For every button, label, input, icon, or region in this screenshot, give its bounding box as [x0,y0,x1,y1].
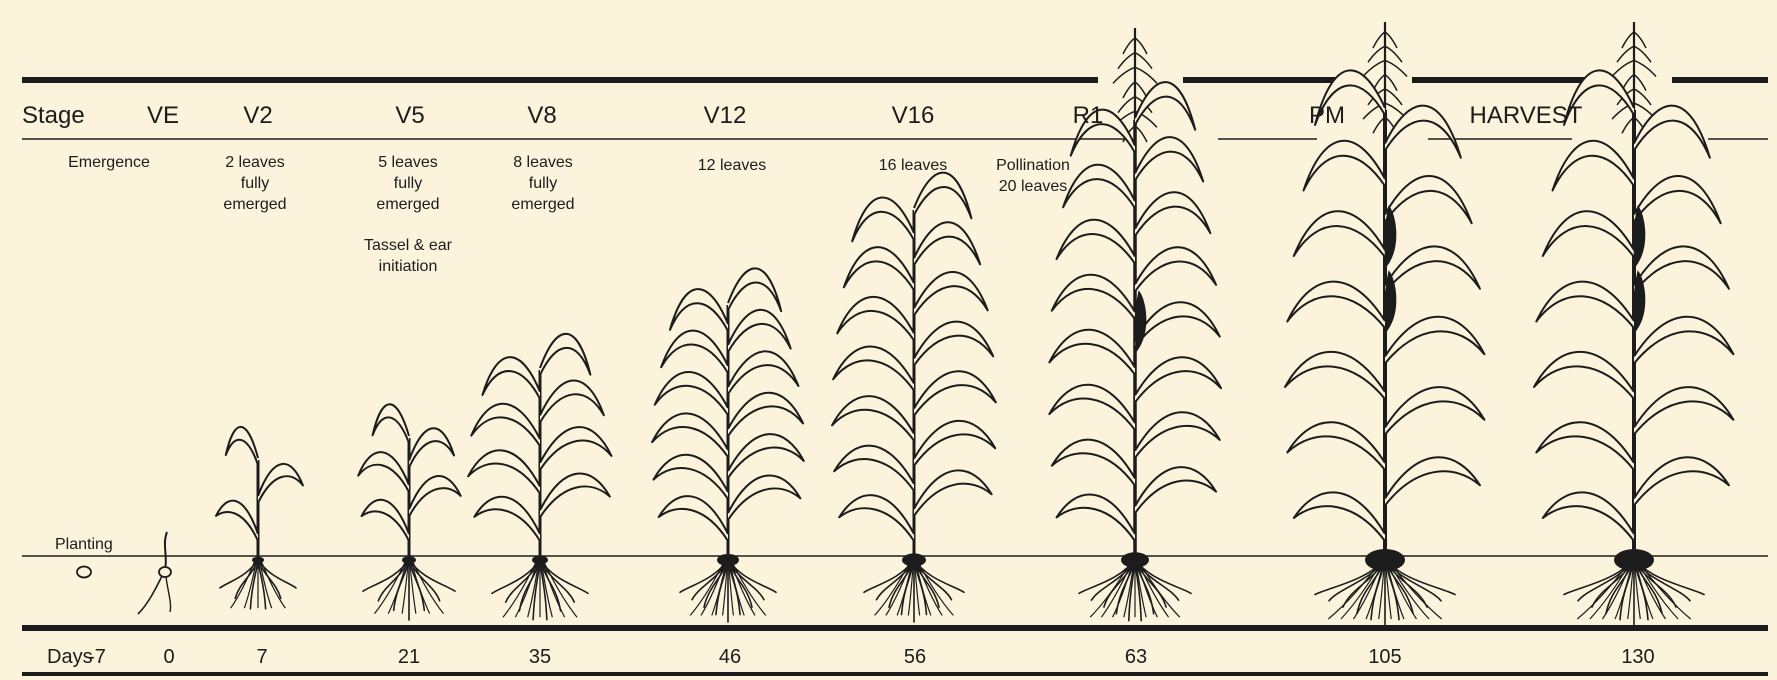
day-r1: 63 [1125,647,1147,667]
stage-code-v8: V8 [527,104,556,128]
plant-ve-seedling [138,532,171,614]
day-v5: 21 [398,647,420,667]
day-planting: -7 [88,647,106,667]
stage-code-v2: V2 [243,104,272,128]
planting-seed [77,567,91,578]
stage-description-ve: Emergence [49,152,169,173]
stage-description-v5: 5 leaves fully emerged [368,152,448,215]
stage-code-r1: R1 [1073,104,1104,128]
day-v2: 7 [256,647,267,667]
plant-v8 [468,334,611,620]
day-v12: 46 [719,647,741,667]
stage-code-ve: VE [147,104,179,128]
plant-v16 [832,173,996,622]
stage-header-label: Stage [22,104,85,128]
plant-v12 [652,268,804,622]
planting-label: Planting [55,537,113,553]
stage-code-harvest: HARVEST [1470,104,1583,128]
stage-description-v8: 8 leaves fully emerged [503,152,583,215]
stage-description-v12: 12 leaves [672,155,792,176]
plant-v2 [216,427,303,609]
day-harvest: 130 [1621,647,1654,667]
stage-description-v2: 2 leaves fully emerged [215,152,295,215]
day-pm: 105 [1368,647,1401,667]
day-v8: 35 [529,647,551,667]
day-ve: 0 [163,647,174,667]
stage-code-v5: V5 [395,104,424,128]
days-header-label: Days [47,647,93,667]
stage-description-r1: Pollination 20 leaves [985,155,1081,197]
day-v16: 56 [904,647,926,667]
stage-description-v16: 16 leaves [853,155,973,176]
plant-v5 [358,404,461,620]
stage-code-v16: V16 [892,104,935,128]
stage-code-pm: PM [1309,104,1345,128]
stage-code-v12: V12 [704,104,747,128]
stage-note-v5: Tassel & ear initiation [353,235,463,277]
